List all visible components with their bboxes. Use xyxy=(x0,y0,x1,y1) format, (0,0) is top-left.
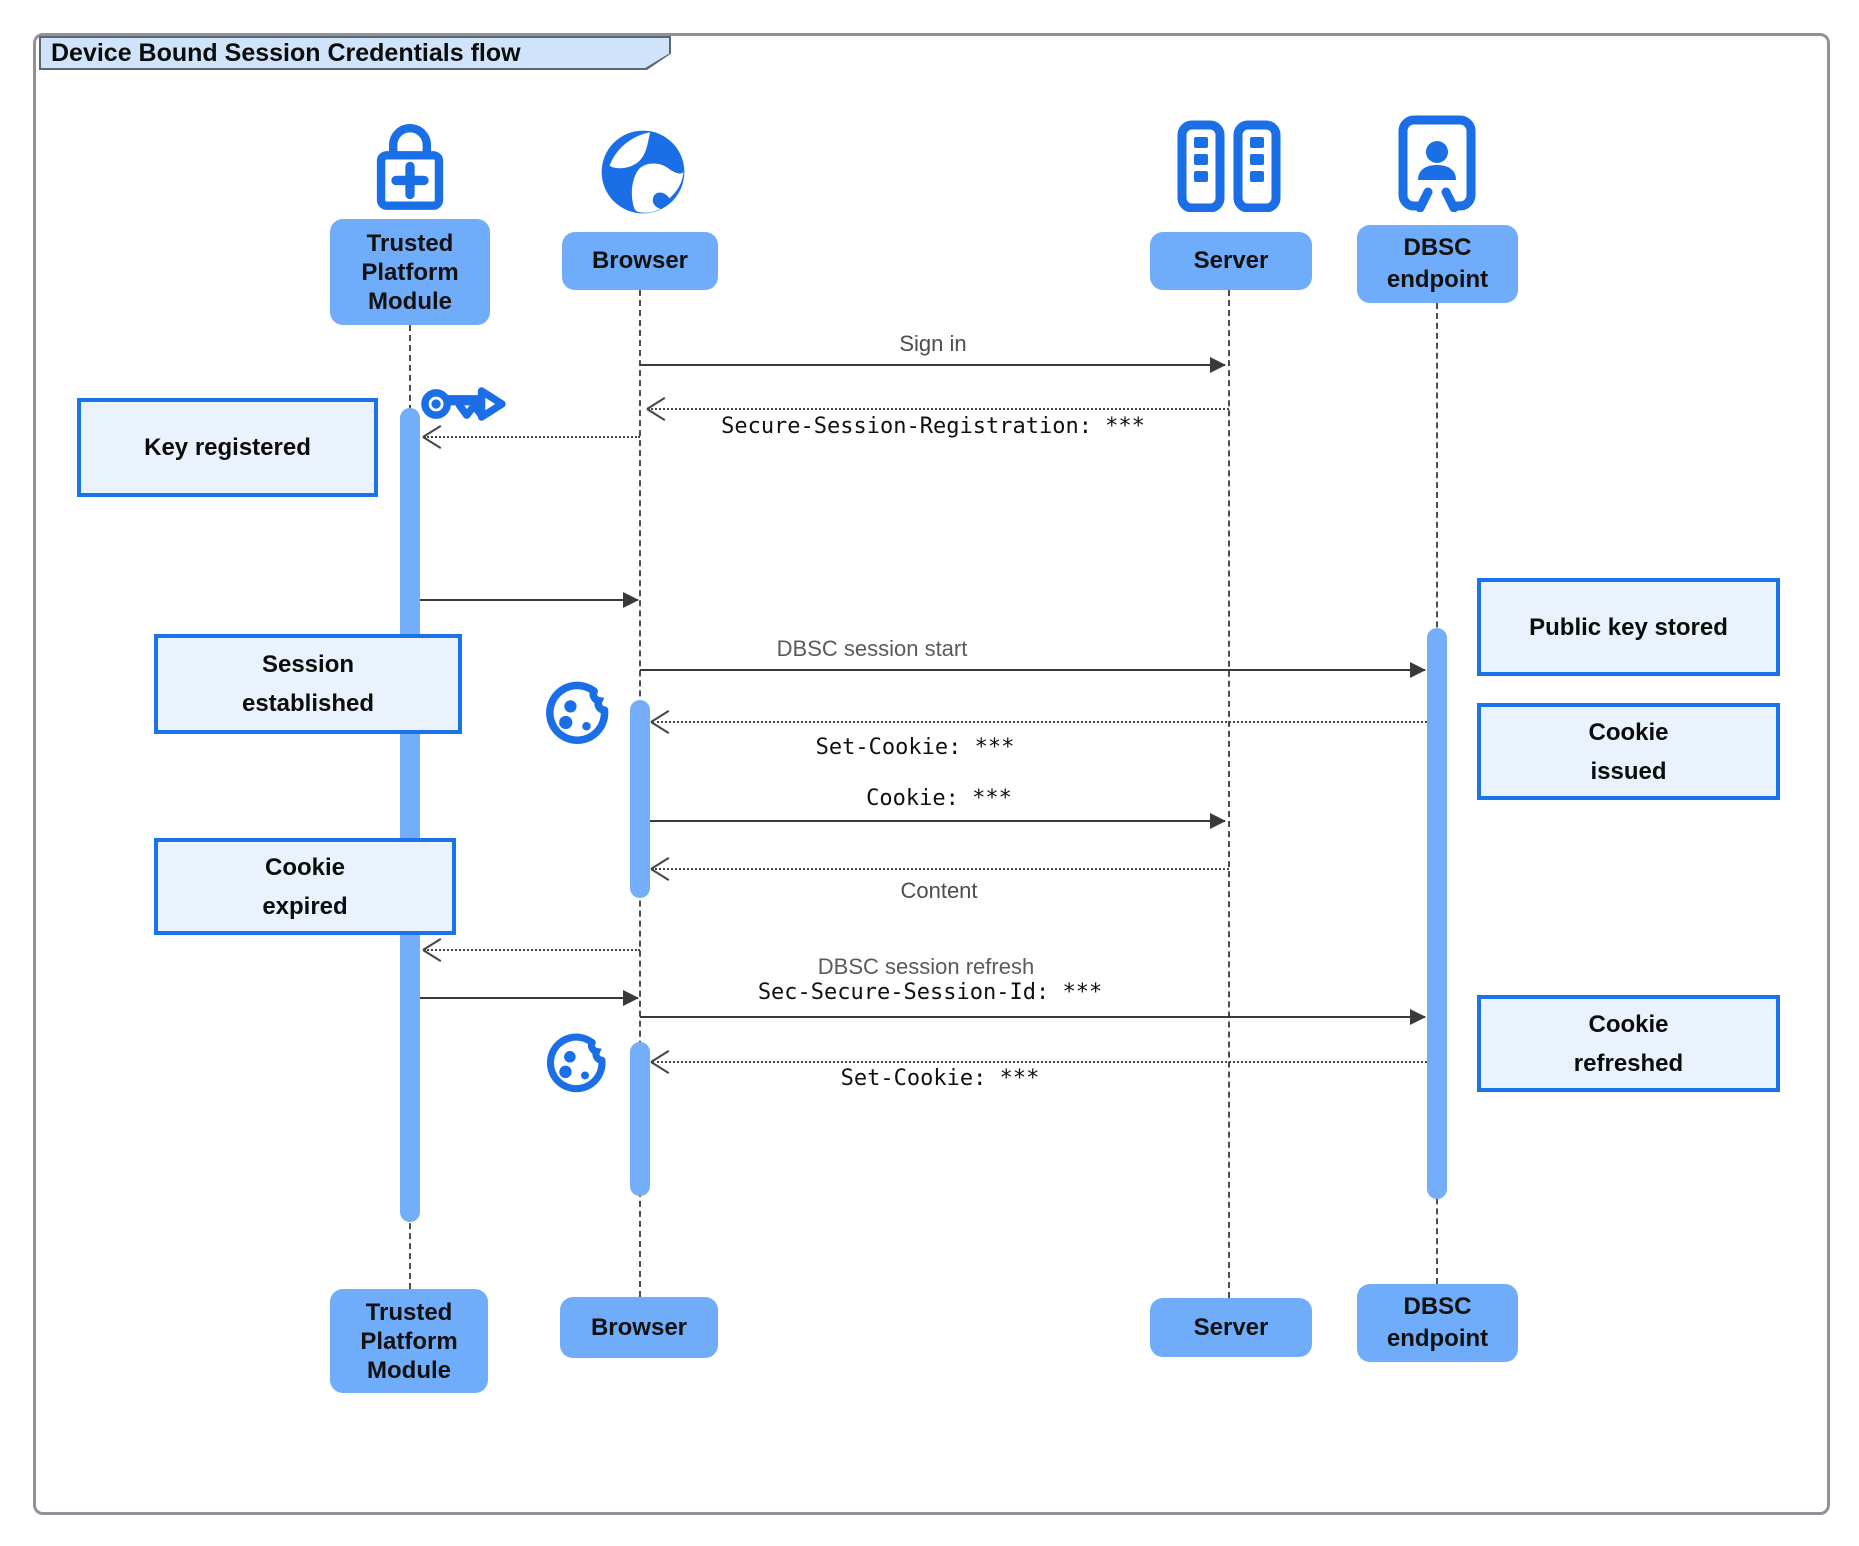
message-secure-session-registration: Secure-Session-Registration: *** xyxy=(721,414,1145,439)
tpm-label-bottom: Trusted Platform Module xyxy=(330,1289,488,1393)
note-key-registered: Key registered xyxy=(77,398,378,497)
tpm-label-top: Trusted Platform Module xyxy=(330,219,490,325)
cookie-icon xyxy=(546,1033,606,1093)
lock-plus-icon xyxy=(376,124,444,210)
browser-label-top: Browser xyxy=(562,232,718,290)
message-set-cookie-1: Set-Cookie: *** xyxy=(815,735,1015,760)
door-person-icon xyxy=(1398,115,1476,212)
key-icon xyxy=(421,387,506,421)
dbsc-label-bottom: DBSC endpoint xyxy=(1357,1284,1518,1362)
dbsc-label-top: DBSC endpoint xyxy=(1357,225,1518,303)
server-lifeline xyxy=(1228,290,1230,1298)
browser-activation-bar-1 xyxy=(630,700,650,898)
browser-activation-bar-2 xyxy=(630,1042,650,1196)
message-sec-secure-session-id: Sec-Secure-Session-Id: *** xyxy=(757,980,1103,1005)
arrowhead-icon xyxy=(623,990,639,1006)
title-tab: Device Bound Session Credentials flow xyxy=(39,36,671,70)
browser-label-bottom: Browser xyxy=(560,1297,718,1358)
note-cookie-refreshed: Cookie refreshed xyxy=(1477,995,1780,1092)
cookie-icon xyxy=(546,681,609,744)
arrowhead-icon xyxy=(1410,662,1426,678)
arrowhead-icon xyxy=(1210,357,1226,373)
note-cookie-issued: Cookie issued xyxy=(1477,703,1780,800)
note-session-established: Session established xyxy=(154,634,462,734)
globe-icon xyxy=(601,130,685,214)
message-dbsc-session-start: DBSC session start xyxy=(776,636,968,661)
message-cookie: Cookie: *** xyxy=(866,786,1012,811)
arrowhead-icon xyxy=(1210,813,1226,829)
arrowhead-icon xyxy=(623,592,639,608)
message-content: Content xyxy=(900,878,978,903)
message-dbsc-session-refresh: DBSC session refresh xyxy=(817,954,1035,979)
dbsc-activation-bar xyxy=(1427,628,1447,1199)
message-sign-in: Sign in xyxy=(899,331,967,356)
server-label-bottom: Server xyxy=(1150,1298,1312,1357)
arrowhead-icon xyxy=(1410,1009,1426,1025)
page-title: Device Bound Session Credentials flow xyxy=(51,38,521,67)
server-label-top: Server xyxy=(1150,232,1312,290)
note-cookie-expired: Cookie expired xyxy=(154,838,456,935)
note-public-key-stored: Public key stored xyxy=(1477,578,1780,676)
server-racks-icon xyxy=(1177,120,1281,212)
message-set-cookie-2: Set-Cookie: *** xyxy=(840,1066,1040,1091)
diagram-frame xyxy=(33,33,1830,1515)
tpm-activation-bar xyxy=(400,408,420,1222)
